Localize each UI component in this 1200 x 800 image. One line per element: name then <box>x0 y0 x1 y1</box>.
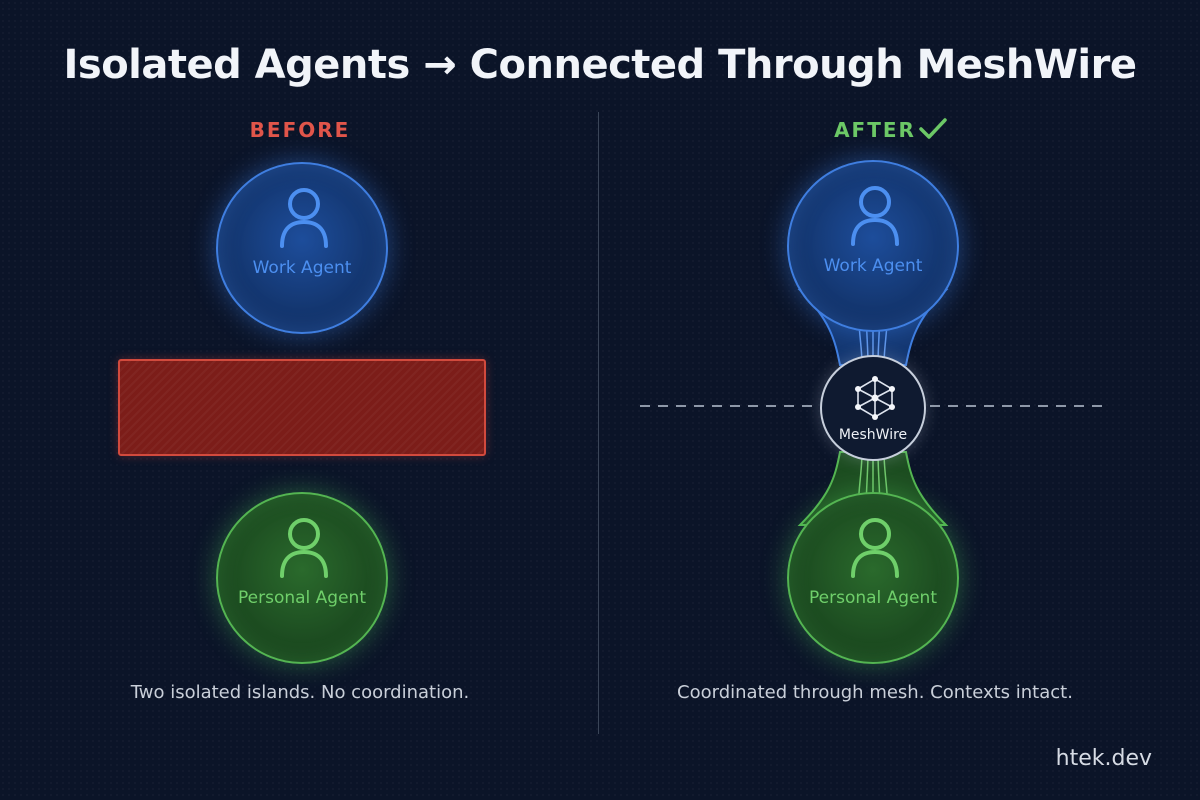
before-personal-agent-label: Personal Agent <box>238 588 366 608</box>
panel-divider <box>598 112 599 734</box>
after-work-agent-label: Work Agent <box>823 256 923 276</box>
mesh-network-icon <box>855 376 895 420</box>
before-work-agent-node: Work Agent <box>216 162 388 334</box>
before-label: BEFORE <box>249 118 351 142</box>
person-icon <box>851 518 899 578</box>
after-caption: Coordinated through mesh. Contexts intac… <box>677 682 1073 703</box>
page-title: Isolated Agents → Connected Through Mesh… <box>63 42 1138 88</box>
after-label: AFTER <box>834 118 916 142</box>
person-icon <box>280 188 328 248</box>
after-personal-agent-label: Personal Agent <box>809 588 937 608</box>
meshwire-hub: MeshWire <box>820 355 926 461</box>
isolation-barrier <box>118 359 486 456</box>
brand-watermark: htek.dev <box>1055 746 1152 771</box>
before-caption: Two isolated islands. No coordination. <box>130 682 470 703</box>
check-icon <box>919 118 947 139</box>
before-personal-agent-node: Personal Agent <box>216 492 388 664</box>
after-personal-agent-node: Personal Agent <box>787 492 959 664</box>
before-work-agent-label: Work Agent <box>252 258 352 278</box>
meshwire-label: MeshWire <box>838 427 908 443</box>
person-icon <box>280 518 328 578</box>
person-icon <box>851 186 899 246</box>
after-work-agent-node: Work Agent <box>787 160 959 332</box>
